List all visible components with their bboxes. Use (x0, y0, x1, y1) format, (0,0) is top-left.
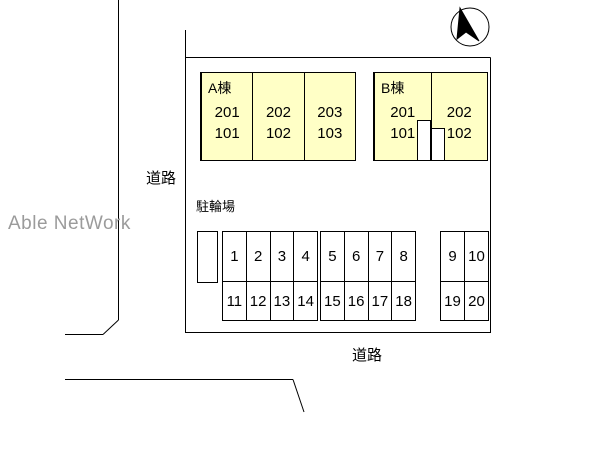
unit-number: 202 (265, 104, 291, 121)
unit-number: 202 (446, 104, 472, 121)
parking-space-10: 10 (464, 232, 488, 281)
unit-number: 101 (390, 125, 416, 142)
parking-space-20: 20 (464, 282, 488, 320)
parking-space-12: 12 (245, 282, 270, 320)
building-a-name: A棟 (208, 80, 232, 96)
parking-space-13: 13 (269, 282, 294, 320)
parking-row: 1 2 3 4 (223, 232, 317, 282)
building-a: A棟 201 101 202 102 203 103 (200, 72, 356, 161)
building-a-unit-2: 202 102 (252, 73, 303, 160)
bicycle-parking-label: 駐輪場 (196, 199, 236, 214)
unit-number: 203 (317, 104, 343, 121)
unit-number: 201 (214, 104, 240, 121)
parking-space-3: 3 (269, 232, 294, 281)
stairwell-shape (417, 120, 431, 161)
parking-space-4: 4 (293, 232, 317, 281)
parking-row: 15 16 17 18 (321, 282, 415, 320)
parking-row: 19 20 (441, 282, 488, 320)
parking-row: 5 6 7 8 (321, 232, 415, 282)
parking-space-8: 8 (391, 232, 415, 281)
parking-space-15: 15 (324, 292, 341, 310)
parking-space-19: 19 (444, 292, 461, 310)
parking-space-14: 14 (293, 282, 317, 320)
watermark: Able NetWork (8, 213, 131, 234)
road-label-bottom: 道路 (352, 347, 383, 364)
parking-space-17: 17 (367, 282, 392, 320)
parking-space-16: 16 (343, 282, 368, 320)
building-a-unit-1: 201 101 (201, 73, 252, 160)
unit-number: 101 (214, 125, 240, 142)
parking-space-9: 9 (448, 248, 457, 265)
parking-space-7: 7 (367, 232, 392, 281)
building-b: B棟 201 101 202 102 (373, 72, 488, 161)
unit-number: 103 (317, 125, 343, 142)
building-b-unit-2: 202 102 (430, 73, 488, 160)
north-arrow-icon (450, 6, 490, 47)
parking-space-18: 18 (391, 282, 415, 320)
unit-number: 102 (446, 125, 472, 142)
bicycle-parking-area (197, 231, 218, 283)
parking-space-5: 5 (328, 248, 337, 265)
parking-row: 11 12 13 14 (223, 282, 317, 320)
unit-number: 102 (265, 125, 291, 142)
parking-group-2: 5 6 7 8 15 16 17 18 (320, 231, 416, 321)
parking-space-11: 11 (226, 292, 243, 310)
stairwell-shape (431, 128, 445, 161)
parking-row: 9 10 (441, 232, 488, 282)
unit-number: 201 (390, 104, 416, 121)
parking-group-3: 9 10 19 20 (440, 231, 489, 321)
road-label-left: 道路 (146, 170, 177, 187)
parking-space-6: 6 (343, 232, 368, 281)
building-b-unit-1: 201 101 (374, 73, 431, 160)
parking-space-2: 2 (245, 232, 270, 281)
building-b-name: B棟 (381, 80, 405, 96)
parking-space-1: 1 (230, 248, 239, 265)
parking-group-1: 1 2 3 4 11 12 13 14 (222, 231, 318, 321)
building-a-unit-3: 203 103 (303, 73, 355, 160)
